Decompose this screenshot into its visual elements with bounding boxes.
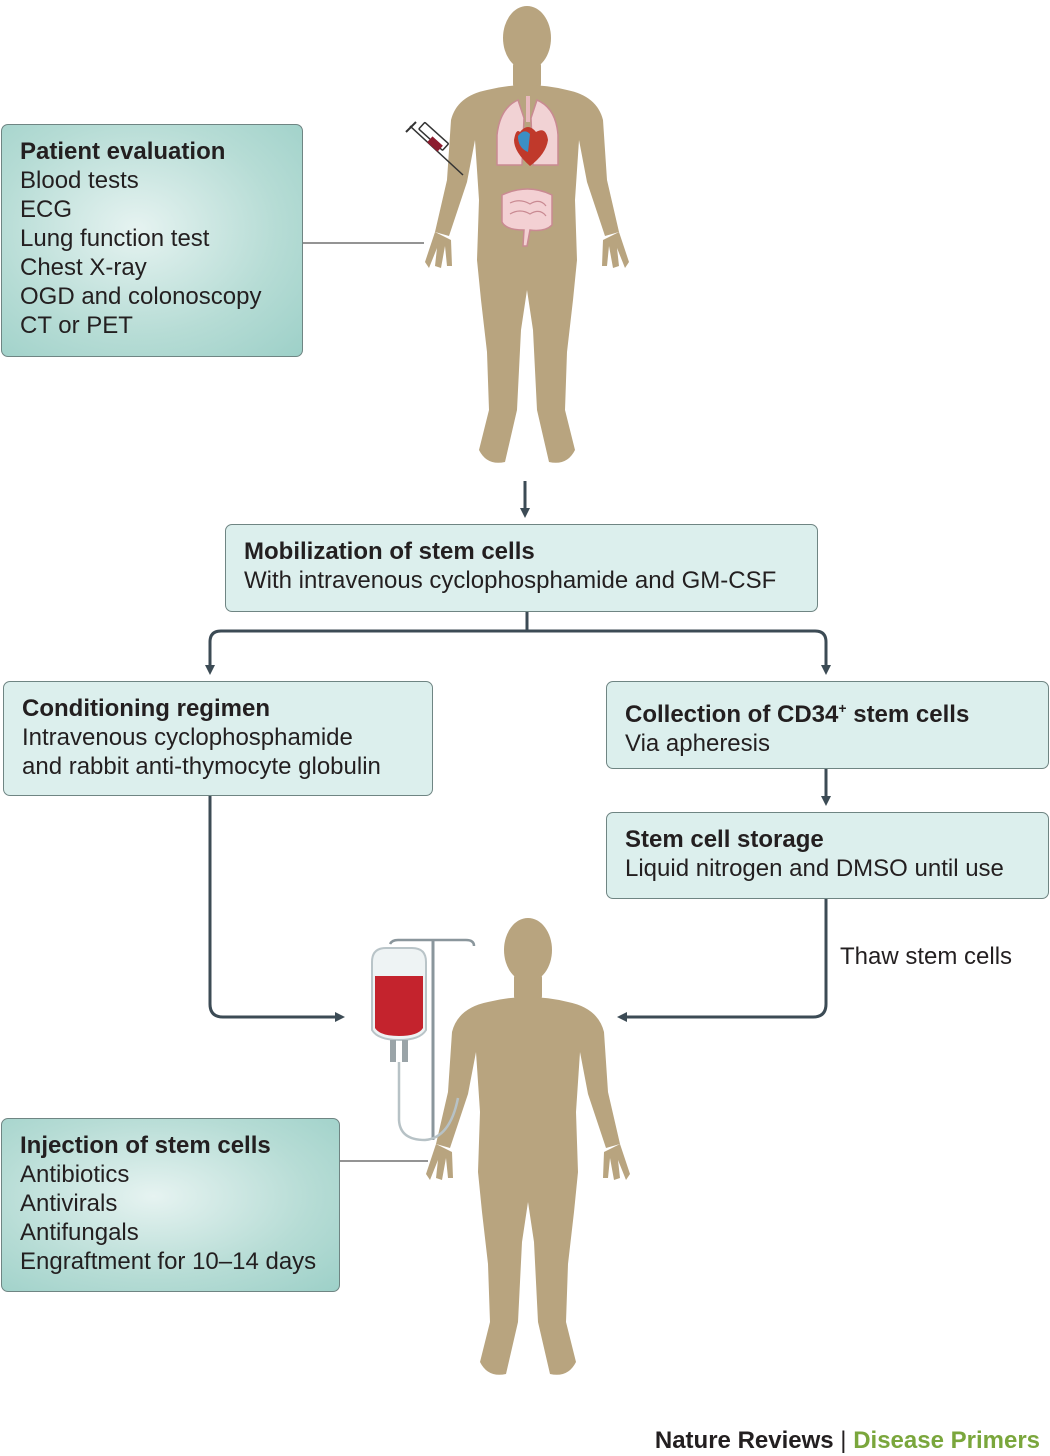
credit-line: Nature Reviews | Disease Primers (655, 1426, 1040, 1456)
iv-blood-bag-icon (371, 938, 476, 1142)
collection-detail: Via apheresis (625, 730, 770, 757)
patient-evaluation-box: Patient evaluation Blood tests ECG Lung … (1, 124, 303, 357)
injection-item: Antifungals (20, 1219, 139, 1246)
split-connector (208, 612, 828, 671)
heart-icon (514, 127, 548, 166)
arrow-conditioning-to-patient (208, 796, 345, 1022)
collection-title: Collection of CD34+ stem cells (625, 694, 1030, 729)
credit-series: Disease Primers (853, 1427, 1040, 1454)
conditioning-detail: Intravenous cyclophosphamide (22, 724, 353, 751)
mobilization-title: Mobilization of stem cells (244, 538, 535, 565)
conditioning-title: Conditioning regimen (22, 695, 270, 722)
thaw-label: Thaw stem cells (840, 943, 1013, 970)
credit-publisher: Nature Reviews (654, 1427, 834, 1454)
collection-title-rest: stem cells (846, 701, 970, 728)
syringe-icon (405, 121, 464, 176)
mobilization-box: Mobilization of stem cells With intraven… (225, 524, 818, 612)
evaluation-item: ECG (20, 196, 73, 223)
injection-item: Antivirals (20, 1190, 118, 1217)
collection-title-main: Collection of CD34 (625, 701, 839, 728)
evaluation-item: CT or PET (20, 312, 133, 339)
evaluation-item: Blood tests (20, 167, 139, 194)
collection-title-superscript: + (838, 700, 847, 716)
credit-separator: | (840, 1427, 847, 1454)
injection-item: Antibiotics (20, 1161, 130, 1188)
storage-detail: Liquid nitrogen and DMSO until use (625, 855, 1004, 882)
human-silhouette-icon (426, 918, 630, 1375)
storage-title: Stem cell storage (625, 826, 824, 853)
evaluation-item: OGD and colonoscopy (20, 283, 262, 310)
evaluation-item: Lung function test (20, 225, 210, 252)
arrow-storage-to-patient (617, 899, 828, 1022)
mobilization-detail: With intravenous cyclophosphamide and GM… (244, 567, 777, 594)
storage-box: Stem cell storage Liquid nitrogen and DM… (606, 812, 1049, 899)
conditioning-box: Conditioning regimen Intravenous cycloph… (3, 681, 433, 796)
injection-item: Engraftment for 10–14 days (20, 1248, 317, 1275)
conditioning-detail: and rabbit anti-thymocyte globulin (22, 753, 381, 780)
intestine-icon (501, 188, 553, 247)
evaluation-item: Chest X-ray (20, 254, 147, 281)
patient-evaluation-title: Patient evaluation (20, 138, 226, 165)
injection-title: Injection of stem cells (20, 1132, 271, 1159)
collection-box: Collection of CD34+ stem cells Via apher… (606, 681, 1049, 769)
injection-box: Injection of stem cells Antibiotics Anti… (1, 1118, 340, 1292)
